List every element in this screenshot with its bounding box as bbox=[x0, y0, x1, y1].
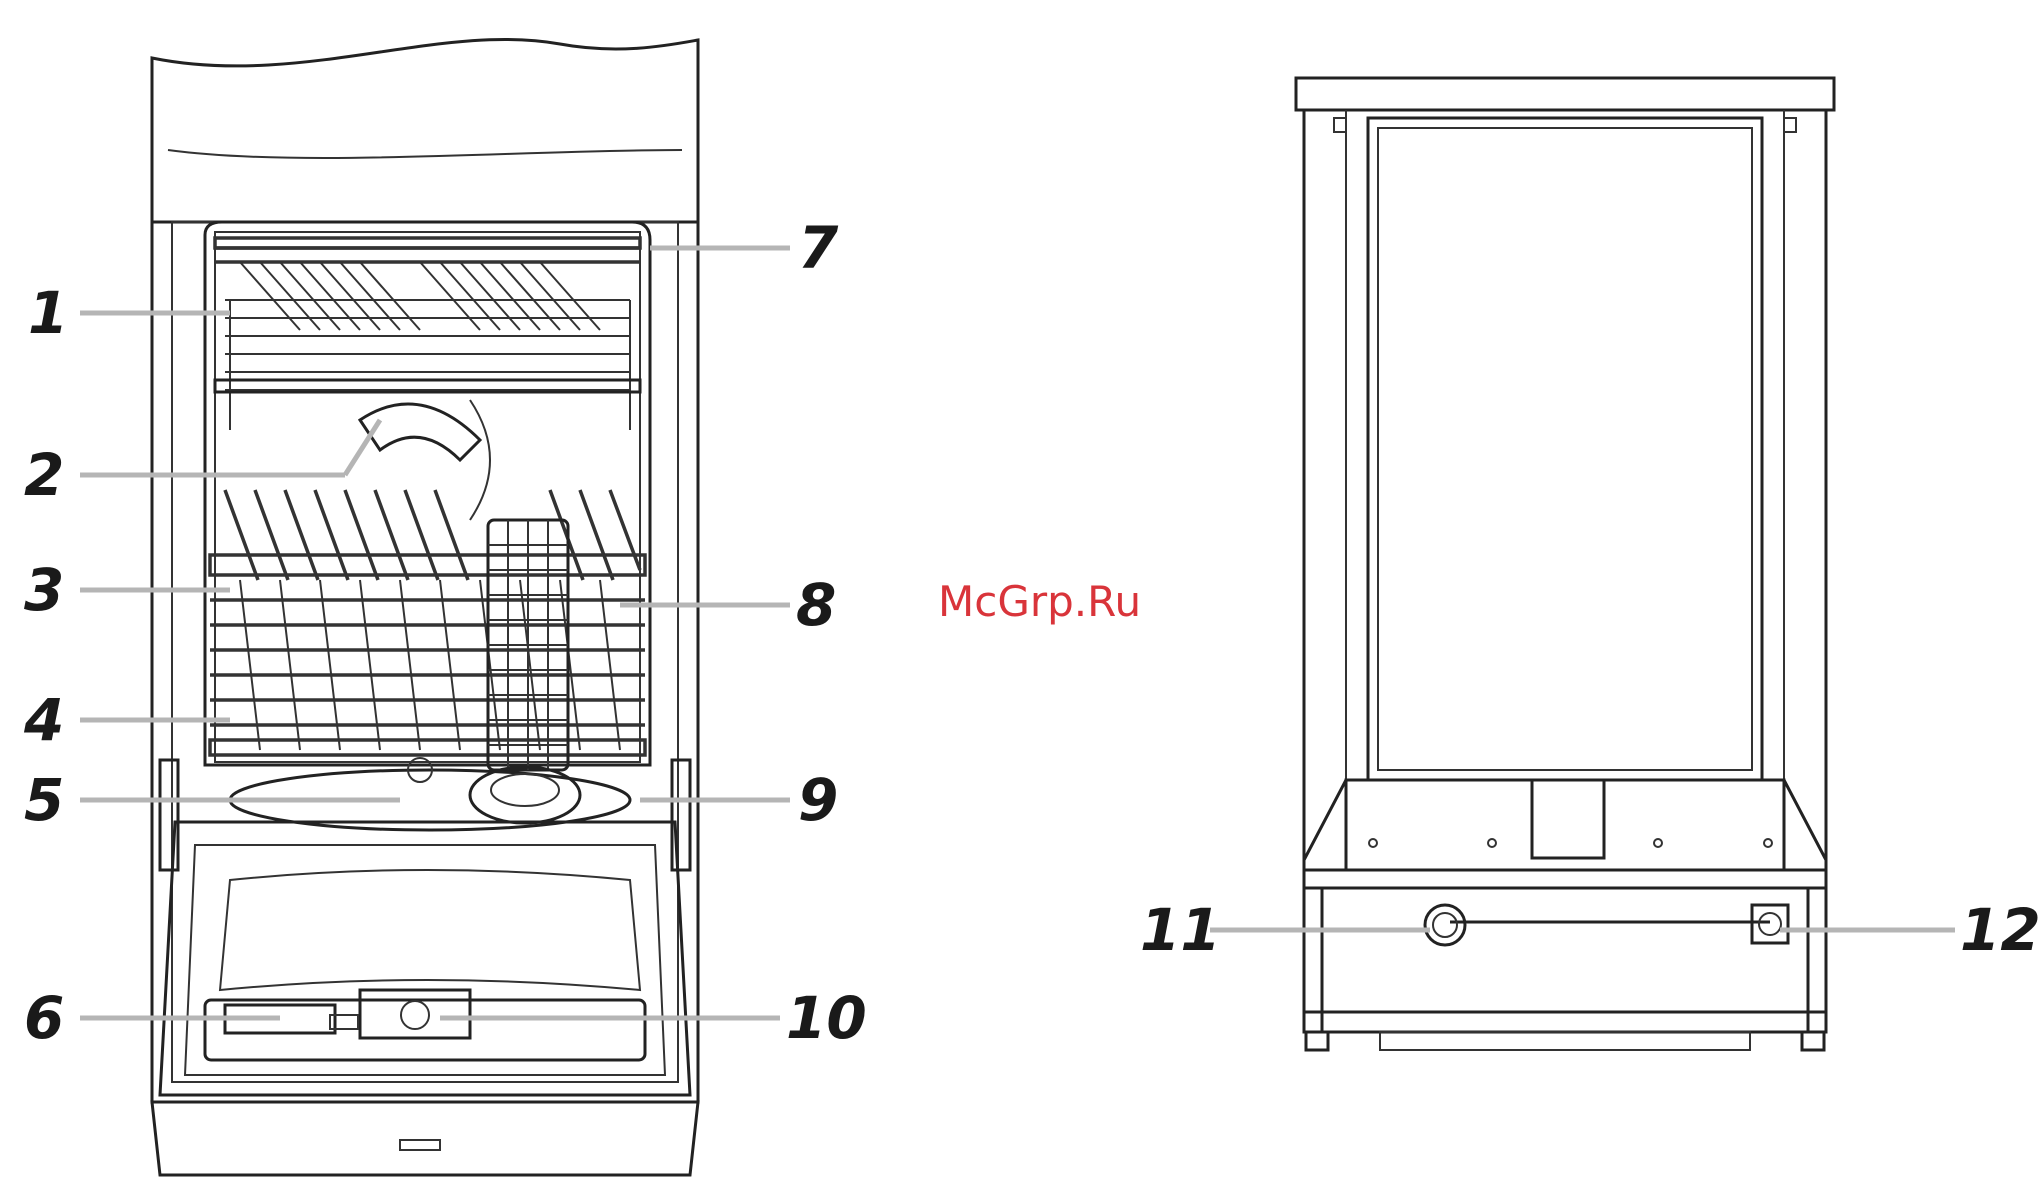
upper-spray-arm bbox=[360, 404, 480, 460]
callout-4: 4 bbox=[23, 686, 64, 754]
callout-7: 7 bbox=[798, 214, 839, 282]
callout-5: 5 bbox=[24, 766, 64, 834]
rear-view bbox=[1296, 78, 1834, 1050]
left-foot bbox=[1306, 1032, 1328, 1050]
door bbox=[160, 822, 690, 1095]
callout-9: 9 bbox=[798, 766, 838, 834]
water-inlet-connector bbox=[1425, 905, 1465, 945]
rear-center-block bbox=[1532, 780, 1604, 858]
callout-2: 2 bbox=[24, 441, 64, 509]
filter-assembly bbox=[470, 767, 580, 823]
callout-3: 3 bbox=[24, 556, 64, 624]
leader-2-tip bbox=[345, 420, 380, 475]
tub-wall bbox=[215, 232, 640, 762]
base-latch bbox=[400, 1140, 440, 1150]
front-base bbox=[152, 1102, 698, 1175]
filter-cap bbox=[491, 774, 559, 806]
right-hinge bbox=[672, 760, 690, 870]
rear-chamfers bbox=[1304, 780, 1826, 860]
callout-1: 1 bbox=[28, 279, 68, 347]
watermark: McGrp.Ru bbox=[938, 577, 1141, 626]
drain-hose-connector bbox=[1752, 905, 1788, 943]
callout-10: 10 bbox=[786, 984, 867, 1052]
rear-panel bbox=[1368, 118, 1762, 780]
leader-lines bbox=[80, 248, 1955, 1018]
callout-6: 6 bbox=[24, 984, 64, 1052]
control-panel bbox=[152, 39, 698, 222]
callout-12: 12 bbox=[1960, 896, 2041, 964]
front-view bbox=[152, 39, 698, 1175]
tub bbox=[205, 222, 650, 765]
lower-basket bbox=[210, 490, 645, 755]
rear-cabinet bbox=[1304, 110, 1826, 1032]
callout-11: 11 bbox=[1140, 896, 1221, 964]
panel-crease bbox=[168, 150, 682, 158]
cutlery-basket bbox=[488, 520, 568, 770]
callout-8: 8 bbox=[796, 571, 836, 639]
rear-base-rail bbox=[1304, 870, 1826, 888]
rear-top bbox=[1296, 78, 1834, 110]
upper-basket bbox=[215, 238, 640, 430]
left-hinge bbox=[160, 760, 178, 870]
rear-side-frames bbox=[1346, 110, 1784, 800]
rinse-aid-dispenser bbox=[360, 990, 470, 1038]
spray-arm-pipe bbox=[470, 400, 490, 520]
rear-base-plate bbox=[1380, 1032, 1750, 1050]
right-foot bbox=[1802, 1032, 1824, 1050]
